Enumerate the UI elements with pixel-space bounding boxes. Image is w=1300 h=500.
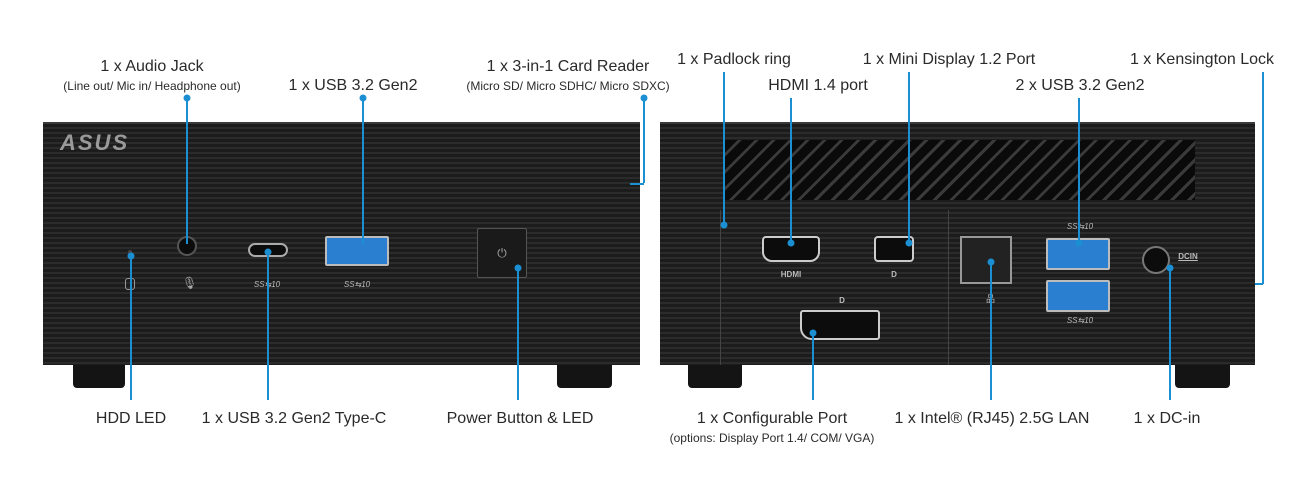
- dcin-mark: DCIN: [1178, 252, 1198, 261]
- leader-dot: [787, 239, 795, 247]
- leader-dot: [514, 264, 522, 272]
- leader-lan: [990, 262, 992, 400]
- leader-hdmi: [790, 98, 792, 243]
- mini-dp-mark: D: [891, 270, 897, 279]
- leader-card-reader: [643, 98, 645, 183]
- leader-dc-in: [1169, 268, 1171, 400]
- asus-logo: ASUS: [60, 130, 130, 155]
- leader-card-reader-h: [630, 183, 644, 185]
- rear-foot-right: [1175, 365, 1230, 388]
- panel-divider: [948, 210, 949, 365]
- label-usb-c: 1 x USB 3.2 Gen2 Type-C: [201, 410, 387, 427]
- hdmi-mark: HDMI: [780, 270, 802, 279]
- mic-icon: 🎙: [182, 276, 198, 290]
- dc-in-port: [1142, 246, 1170, 274]
- leader-dot: [905, 239, 913, 247]
- label-dc-in: 1 x DC-in: [1133, 410, 1201, 427]
- leader-padlock: [723, 72, 725, 225]
- usb-a-port-bottom[interactable]: [1046, 280, 1110, 312]
- leader-audio: [186, 98, 188, 244]
- leader-dot: [1166, 264, 1174, 272]
- label-config-port-sub: (options: Display Port 1.4/ COM/ VGA): [669, 431, 875, 445]
- rear-foot-left: [688, 365, 742, 388]
- leader-config-port: [812, 333, 814, 400]
- vent-grille: [725, 140, 1195, 200]
- usb-a-port: [325, 236, 389, 266]
- front-foot-right: [557, 365, 612, 388]
- label-card-reader: 1 x 3-in-1 Card Reader: [486, 58, 650, 75]
- label-lan: 1 x Intel® (RJ45) 2.5G LAN: [894, 410, 1090, 427]
- leader-kensington-h: [1255, 283, 1263, 285]
- rj45-lan-port: [960, 236, 1012, 284]
- usb-top-ss10-mark: SS⇆10: [1066, 222, 1094, 231]
- leader-dot: [640, 94, 648, 102]
- leader-hdd: [130, 256, 132, 400]
- leader-dot: [720, 221, 728, 229]
- label-usb-rear: 2 x USB 3.2 Gen2: [1015, 77, 1145, 94]
- label-audio-jack: 1 x Audio Jack: [100, 58, 204, 75]
- leader-usb-rear: [1078, 98, 1080, 243]
- hdd-led-indicator: [128, 250, 132, 254]
- usb-bottom-ss10-mark: SS⇆10: [1066, 316, 1094, 325]
- leader-power: [517, 268, 519, 400]
- leader-kensington: [1262, 72, 1264, 284]
- usb-a-ss10-mark: SS⇆10: [343, 280, 371, 289]
- label-usb-a: 1 x USB 3.2 Gen2: [288, 77, 418, 94]
- mini-dp-port: [874, 236, 914, 262]
- label-power: Power Button & LED: [446, 410, 594, 427]
- label-audio-jack-sub: (Line out/ Mic in/ Headphone out): [63, 79, 241, 93]
- label-card-reader-sub: (Micro SD/ Micro SDHC/ Micro SDXC): [466, 79, 670, 93]
- leader-usb-a: [362, 98, 364, 244]
- label-padlock: 1 x Padlock ring: [677, 51, 791, 68]
- leader-dot: [1075, 239, 1083, 247]
- leader-dot: [809, 329, 817, 337]
- panel-divider: [720, 210, 721, 365]
- leader-dot: [264, 248, 272, 256]
- leader-dot: [183, 94, 191, 102]
- config-dp-mark: D: [839, 296, 845, 305]
- leader-dot: [359, 94, 367, 102]
- leader-mini-dp: [908, 72, 910, 243]
- label-kensington: 1 x Kensington Lock: [1129, 51, 1275, 68]
- leader-usb-c: [267, 252, 269, 400]
- label-hdd-led: HDD LED: [95, 410, 167, 427]
- label-config-port: 1 x Configurable Port: [696, 410, 848, 427]
- leader-dot: [127, 252, 135, 260]
- label-mini-dp: 1 x Mini Display 1.2 Port: [862, 51, 1036, 68]
- front-foot-left: [73, 365, 125, 388]
- leader-dot: [987, 258, 995, 266]
- label-hdmi: HDMI 1.4 port: [768, 77, 868, 94]
